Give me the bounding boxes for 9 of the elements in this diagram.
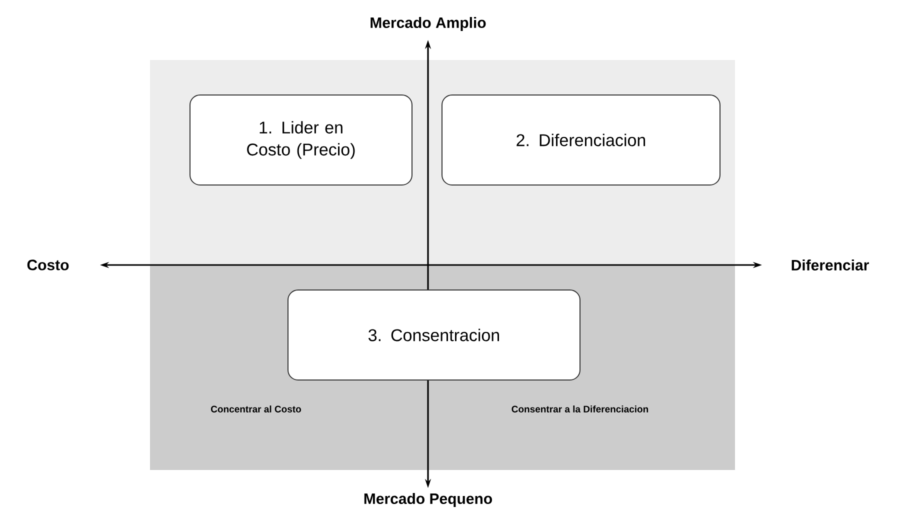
quadrant-label: Consentrar a la Diferenciacion <box>512 406 648 412</box>
axis-label: Mercado Pequeno <box>364 493 492 507</box>
strategy-box: 3. Consentracion <box>288 290 580 380</box>
strategy-box: 1. Lider en Costo (Precio) <box>190 94 412 186</box>
axis-label: Mercado Amplio <box>370 17 486 31</box>
quadrant-label: Concentrar al Costo <box>211 406 301 412</box>
axis-label: Diferenciar <box>792 259 869 270</box>
axis-label: Costo <box>27 260 69 270</box>
strategy-box: 2. Diferenciacion <box>442 94 720 186</box>
